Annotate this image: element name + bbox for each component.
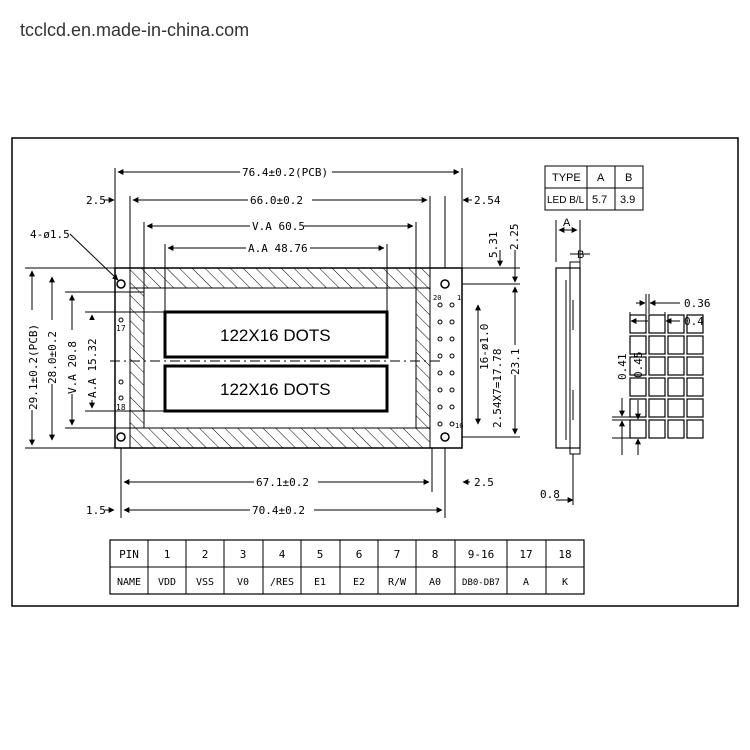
dim-66-label: 66.0±0.2 [250, 194, 303, 207]
name-cell: VDD [158, 577, 176, 588]
dim-5-31-label: 5.31 [487, 232, 500, 259]
name-cell: DB0-DB7 [462, 578, 500, 588]
name-cell: A0 [429, 577, 441, 588]
display-row-2: 122X16 DOTS [220, 380, 331, 399]
dim-va-height-label: V.A 20.8 [66, 341, 79, 394]
name-cell: /RES [270, 577, 294, 588]
type-header-type: TYPE [552, 172, 581, 184]
dim-0-41-label: 0.41 [616, 354, 629, 381]
pin-table-names: NAME VDD VSS V0 /RES E1 E2 R/W A0 DB0-DB… [117, 577, 568, 588]
dot-matrix-detail [612, 294, 704, 455]
pin-cell: 17 [519, 548, 532, 561]
bezel-bottom-hatch [129, 427, 431, 449]
pin-cell: 5 [317, 548, 324, 561]
dim-va-width-label: V.A 60.5 [252, 220, 305, 233]
dim-2-5-label: 2.5 [86, 194, 106, 207]
bezel-left-hatch [129, 287, 145, 429]
pin20-label: 20 [433, 294, 441, 302]
pin-table [109, 539, 585, 595]
dim-0-45-label: 0.45 [632, 352, 645, 379]
mount-hole-bl [116, 432, 126, 442]
dim-0-4-label: 0.4 [684, 315, 704, 328]
hole-callout-leader [69, 233, 119, 281]
mount-hole-tr [440, 279, 450, 289]
type-cell-b: 3.9 [620, 194, 635, 206]
type-header-a: A [597, 172, 605, 184]
dim-23-1-label: 23.1 [509, 349, 522, 376]
bezel-right-hatch [415, 287, 431, 429]
dim-pins-label: 16-ø1.0 [478, 324, 491, 370]
pin-cell: 8 [432, 548, 439, 561]
active-area-row2 [163, 364, 389, 413]
mount-hole-br [440, 432, 450, 442]
bezel-top-hatch [129, 267, 431, 289]
pin-cell: 6 [356, 548, 363, 561]
hole-callout-label: 4-ø1.5 [30, 228, 70, 241]
pin16-label: 16 [455, 422, 463, 430]
mount-hole-tl [116, 279, 126, 289]
name-cell: R/W [388, 577, 407, 588]
active-area-row1 [163, 310, 389, 359]
display-row-1: 122X16 DOTS [220, 326, 331, 345]
backlight-pins [118, 317, 124, 401]
drawing-frame [11, 137, 739, 607]
side-a-label: A [563, 217, 571, 229]
name-cell: A [523, 577, 529, 588]
dim-1-5-label: 1.5 [86, 504, 106, 517]
pin-cell: 18 [558, 548, 571, 561]
watermark-text: tcclcd.en.made-in-china.com [20, 20, 250, 40]
dim-pcb-width-label: 76.4±0.2(PCB) [242, 166, 328, 179]
pin-cell: 7 [394, 548, 401, 561]
dim-67-1-label: 67.1±0.2 [256, 476, 309, 489]
name-cell: E2 [353, 577, 365, 588]
type-cell-ledbl: LED B/L [547, 195, 585, 206]
name-cell: VSS [196, 577, 214, 588]
dim-2-54-label: 2.54 [474, 194, 501, 207]
name-cell: NAME [117, 577, 141, 588]
pin-table-numbers: PIN 1 2 3 4 5 6 7 8 9-16 17 18 [119, 548, 572, 561]
dim-0-36-label: 0.36 [684, 297, 711, 310]
side-view [555, 220, 590, 505]
pin-cell: PIN [119, 548, 139, 561]
dim-pcb-height-label: 29.1±0.2(PCB) [27, 324, 40, 410]
connector-pins [437, 302, 455, 427]
type-cell-a: 5.7 [592, 194, 607, 206]
dim-2-5b-label: 2.5 [474, 476, 494, 489]
dim-28-label: 28.0±0.2 [46, 331, 59, 384]
pin-cell: 3 [240, 548, 247, 561]
type-header-b: B [625, 172, 632, 184]
view-area [143, 287, 417, 429]
side-b-label: B [577, 249, 584, 261]
dim-70-4-label: 70.4±0.2 [252, 504, 305, 517]
pin17-label: 17 [116, 324, 126, 333]
dim-2-25-label: 2.25 [508, 224, 521, 251]
dim-pitch-label: 2.54X7=17.78 [491, 349, 504, 428]
pin-cell: 4 [279, 548, 286, 561]
name-cell: K [562, 577, 568, 588]
dim-0-8-label: 0.8 [540, 488, 560, 501]
dim-aa-width-label: A.A 48.76 [248, 242, 308, 255]
name-cell: E1 [314, 577, 326, 588]
dim-aa-height-label: A.A 15.32 [86, 338, 99, 398]
pin18-label: 18 [116, 403, 126, 412]
name-cell: V0 [237, 577, 249, 588]
type-table [544, 165, 644, 211]
pin1-label: 1 [457, 294, 461, 302]
pin-cell: 9-16 [468, 548, 495, 561]
pin-cell: 2 [202, 548, 209, 561]
pin-cell: 1 [164, 548, 171, 561]
